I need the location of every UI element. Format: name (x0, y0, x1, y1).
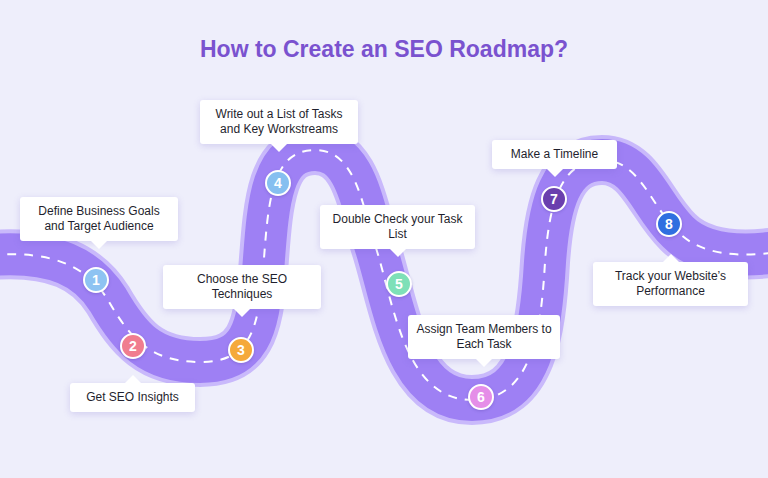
step-number: 8 (665, 216, 673, 232)
step-number: 3 (237, 342, 245, 358)
step-callout: Assign Team Members to Each Task (408, 315, 560, 359)
step-callout: Choose the SEO Techniques (163, 265, 321, 309)
step-callout: Make a Timeline (492, 140, 617, 169)
step-callout: Define Business Goals and Target Audienc… (20, 197, 178, 241)
step-label: Track your Website’s Performance (601, 269, 740, 299)
step-marker: 6 (468, 384, 494, 410)
step-number: 6 (477, 389, 485, 405)
step-marker: 4 (265, 170, 291, 196)
step-number: 5 (395, 276, 403, 292)
step-label: Define Business Goals and Target Audienc… (28, 204, 170, 234)
step-callout: Write out a List of Tasks and Key Workst… (200, 100, 358, 144)
road-edge (0, 150, 768, 400)
step-label: Assign Team Members to Each Task (416, 322, 552, 352)
step-label: Write out a List of Tasks and Key Workst… (208, 107, 350, 137)
step-number: 2 (129, 338, 137, 354)
step-label: Get SEO Insights (78, 390, 187, 405)
step-callout: Get SEO Insights (70, 383, 195, 412)
step-marker: 7 (541, 186, 567, 212)
step-marker: 5 (386, 271, 412, 297)
step-number: 4 (274, 175, 282, 191)
road (0, 150, 768, 400)
step-marker: 1 (83, 267, 109, 293)
step-number: 1 (92, 272, 100, 288)
step-marker: 2 (120, 333, 146, 359)
road-dashes (0, 150, 768, 400)
step-label: Double Check your Task List (328, 212, 467, 242)
step-label: Make a Timeline (500, 147, 609, 162)
step-marker: 8 (656, 211, 682, 237)
step-callout: Track your Website’s Performance (593, 262, 748, 306)
diagram-title: How to Create an SEO Roadmap? (0, 36, 768, 63)
step-marker: 3 (228, 337, 254, 363)
step-number: 7 (550, 191, 558, 207)
step-callout: Double Check your Task List (320, 205, 475, 249)
step-label: Choose the SEO Techniques (171, 272, 313, 302)
